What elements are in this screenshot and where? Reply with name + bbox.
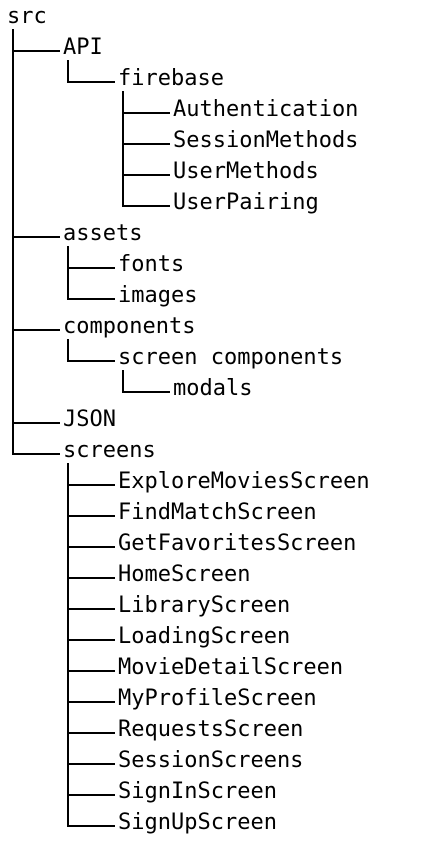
tree-connector-horizontal xyxy=(67,81,115,83)
tree-node-json: JSON xyxy=(63,407,116,432)
tree-connector-horizontal xyxy=(12,422,60,424)
tree-connector-horizontal xyxy=(67,577,115,579)
tree-connector-horizontal xyxy=(67,825,115,827)
tree-node-firebase: firebase xyxy=(118,66,224,91)
tree-node-assets: assets xyxy=(63,221,143,246)
tree-node-usermethods: UserMethods xyxy=(173,159,319,184)
tree-connector-horizontal xyxy=(12,50,60,52)
tree-node-api: API xyxy=(63,35,103,60)
tree-node-myprofilescreen: MyProfileScreen xyxy=(118,686,317,711)
tree-connector-vertical xyxy=(122,370,124,393)
tree-connector-vertical xyxy=(67,339,69,362)
tree-node-images: images xyxy=(118,283,198,308)
tree-connector-horizontal xyxy=(67,298,115,300)
tree-node-signupscreen: SignUpScreen xyxy=(118,810,277,835)
tree-connector-vertical xyxy=(67,463,69,827)
tree-node-sessionscreens: SessionScreens xyxy=(118,748,304,773)
tree-connector-horizontal xyxy=(122,174,170,176)
tree-node-libraryscreen: LibraryScreen xyxy=(118,593,291,618)
tree-node-fonts: fonts xyxy=(118,252,185,277)
tree-node-getfavoritesscreen: GetFavoritesScreen xyxy=(118,531,357,556)
tree-connector-horizontal xyxy=(67,608,115,610)
tree-connector-horizontal xyxy=(67,267,115,269)
tree-node-modals: modals xyxy=(173,376,253,401)
tree-node-src: src xyxy=(7,4,47,29)
tree-connector-horizontal xyxy=(12,329,60,331)
tree-connector-horizontal xyxy=(67,484,115,486)
tree-node-exploremoviesscreen: ExploreMoviesScreen xyxy=(118,469,370,494)
tree-node-findmatchscreen: FindMatchScreen xyxy=(118,500,317,525)
tree-node-screens: screens xyxy=(63,438,156,463)
tree-connector-vertical xyxy=(122,91,124,207)
tree-connector-horizontal xyxy=(67,732,115,734)
tree-connector-horizontal xyxy=(67,360,115,362)
tree-node-signinscreen: SignInScreen xyxy=(118,779,277,804)
tree-connector-vertical xyxy=(67,246,69,300)
tree-node-requestsscreen: RequestsScreen xyxy=(118,717,304,742)
tree-connector-horizontal xyxy=(122,143,170,145)
tree-connector-horizontal xyxy=(67,763,115,765)
tree-connector-horizontal xyxy=(12,236,60,238)
tree-node-screen-components: screen components xyxy=(118,345,344,370)
tree-node-userpairing: UserPairing xyxy=(173,190,319,215)
tree-connector-horizontal xyxy=(67,701,115,703)
tree-connector-horizontal xyxy=(122,112,170,114)
tree-node-homescreen: HomeScreen xyxy=(118,562,251,587)
tree-connector-horizontal xyxy=(67,670,115,672)
tree-connector-horizontal xyxy=(67,639,115,641)
tree-connector-horizontal xyxy=(67,515,115,517)
tree-connector-horizontal xyxy=(12,453,60,455)
tree-connector-horizontal xyxy=(122,391,170,393)
tree-node-components: components xyxy=(63,314,196,339)
tree-node-loadingscreen: LoadingScreen xyxy=(118,624,291,649)
tree-connector-vertical xyxy=(12,29,14,455)
tree-connector-horizontal xyxy=(122,205,170,207)
tree-connector-horizontal xyxy=(67,546,115,548)
tree-node-authentication: Authentication xyxy=(173,97,359,122)
tree-node-sessionmethods: SessionMethods xyxy=(173,128,359,153)
tree-connector-vertical xyxy=(67,60,69,83)
tree-connector-horizontal xyxy=(67,794,115,796)
tree-node-moviedetailscreen: MovieDetailScreen xyxy=(118,655,344,680)
